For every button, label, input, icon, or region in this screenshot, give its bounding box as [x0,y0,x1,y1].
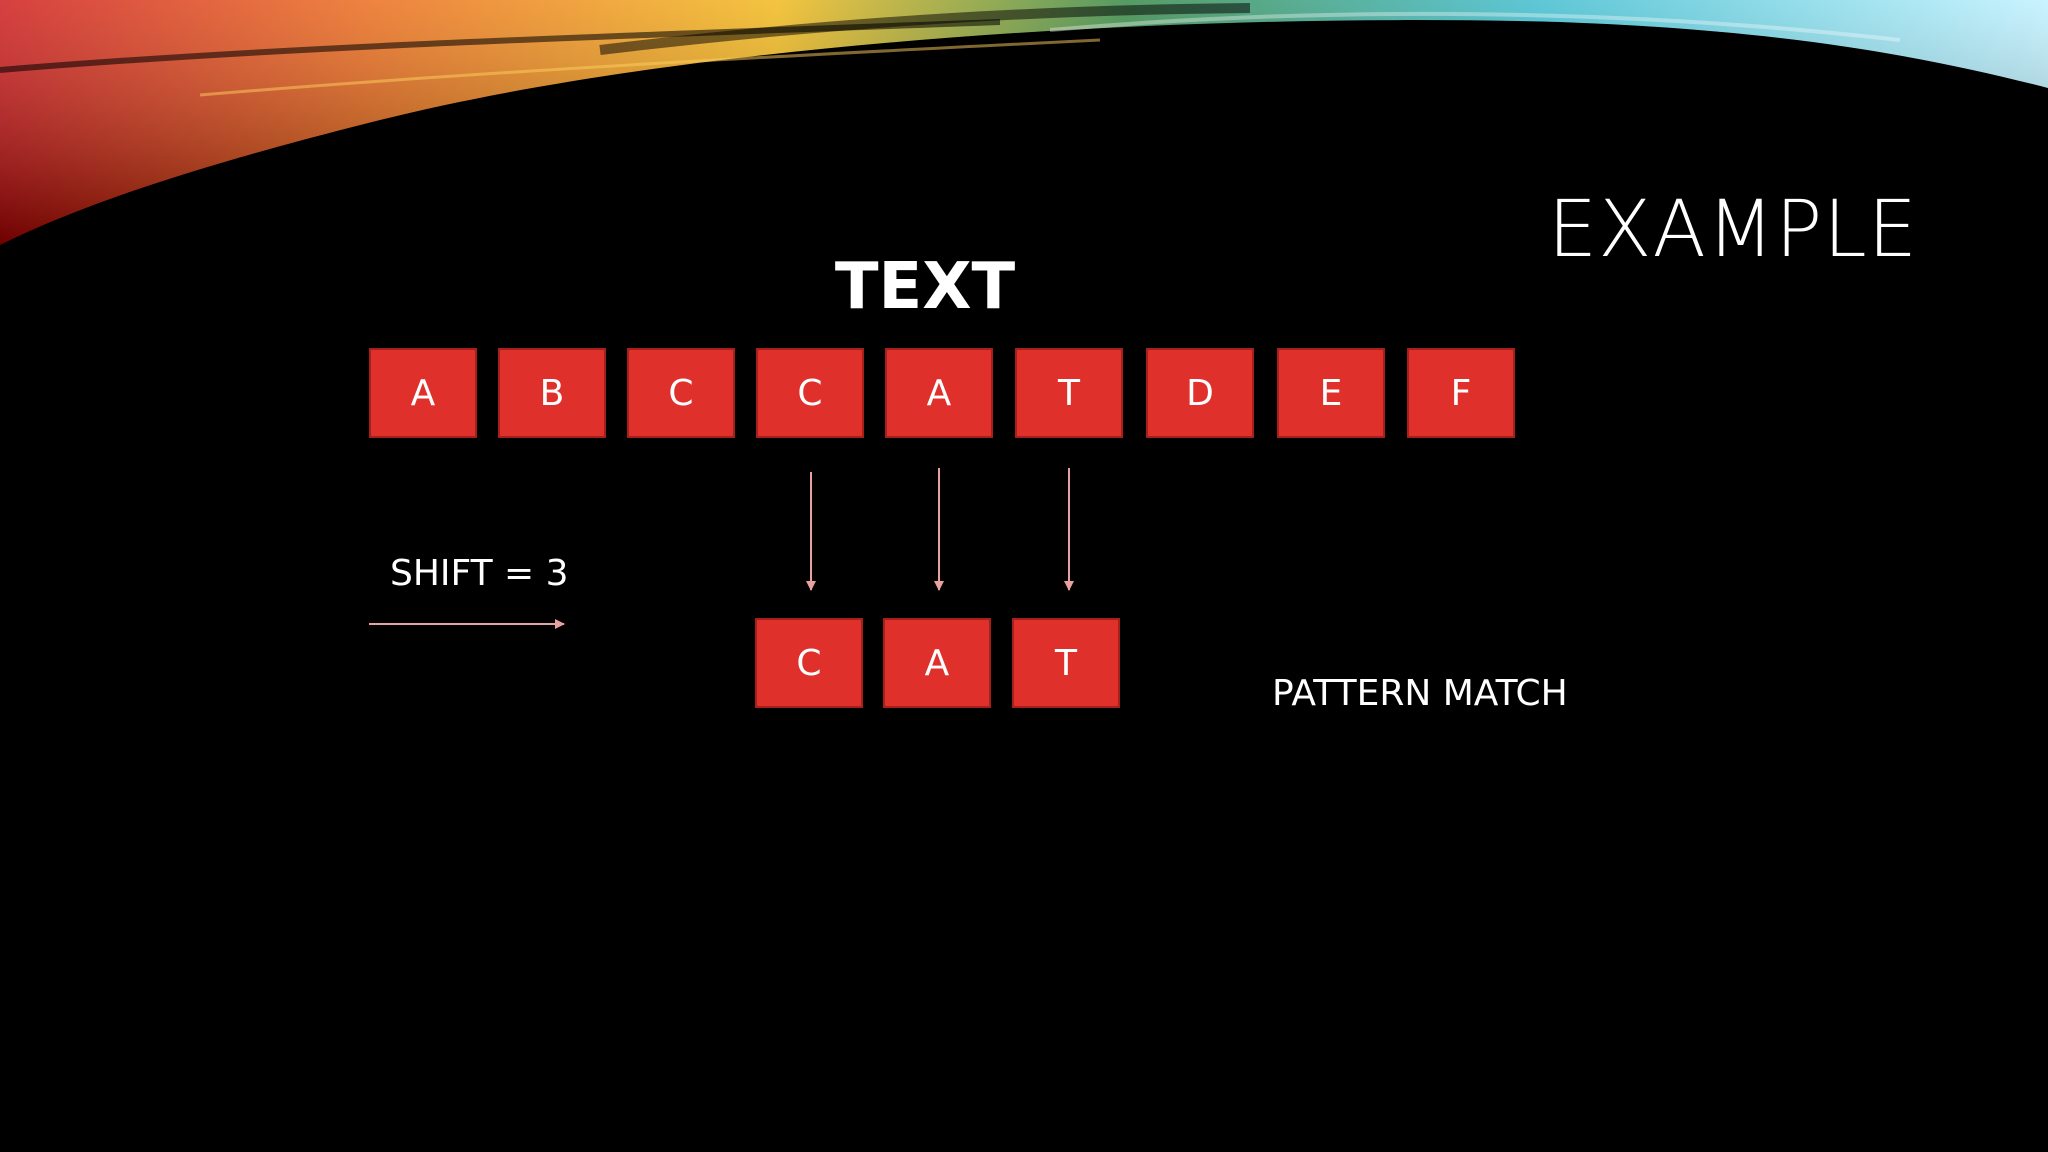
text-cell: A [369,348,477,438]
text-cell: T [1015,348,1123,438]
text-cell: F [1407,348,1515,438]
pattern-match-label: PATTERN MATCH [1272,673,1568,714]
text-cell: D [1146,348,1254,438]
text-cell: E [1277,348,1385,438]
pattern-cell: A [883,618,991,708]
text-cell: C [627,348,735,438]
slide-title: EXAMPLE [1547,185,1918,275]
text-cell: B [498,348,606,438]
text-heading: TEXT [834,250,1016,324]
text-cell: C [756,348,864,438]
decorative-banner [0,0,2048,245]
pattern-cell: T [1012,618,1120,708]
shift-label: SHIFT = 3 [390,553,569,594]
pattern-cell: C [755,618,863,708]
text-cell: A [885,348,993,438]
